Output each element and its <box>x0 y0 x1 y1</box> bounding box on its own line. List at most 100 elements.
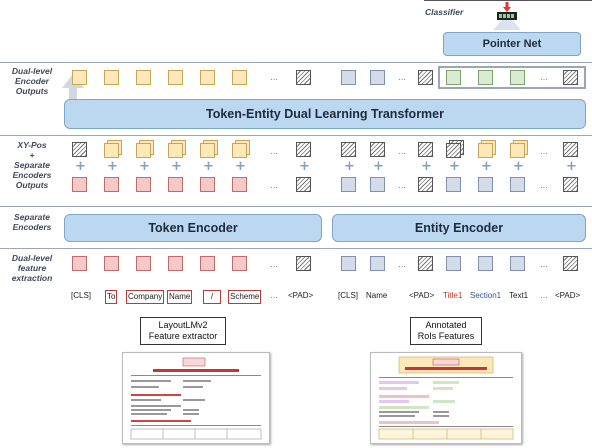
entity-encoder-label: Entity Encoder <box>414 221 504 235</box>
entity-output-selected <box>478 70 493 85</box>
entity-title1: Title1 <box>443 291 463 300</box>
plus-icon: + <box>481 159 492 174</box>
pad-feature <box>563 256 578 271</box>
pointer-net-label: Pointer Net <box>482 38 542 50</box>
ellipsis: ··· <box>540 149 548 158</box>
token-feature <box>168 256 183 271</box>
xy-pos-embedding <box>296 142 311 157</box>
plus-icon: + <box>421 159 432 174</box>
pad-feature <box>296 256 311 271</box>
xy-pos-embedding <box>418 142 433 157</box>
selected-entities-frame <box>438 66 586 89</box>
pointer-net-box: Pointer Net <box>443 32 581 56</box>
entity-output-selected <box>446 70 461 85</box>
token-slash: / <box>203 290 221 304</box>
stack-front <box>104 143 119 158</box>
plus-icon: + <box>203 159 214 174</box>
plus-icon: + <box>139 159 150 174</box>
plus-icon: + <box>344 159 355 174</box>
ellipsis: ··· <box>270 75 278 84</box>
divider <box>0 248 592 249</box>
entity-text1: Text1 <box>509 291 529 300</box>
stack-front <box>168 143 183 158</box>
entity-name: Name <box>366 291 388 300</box>
entity-feature <box>446 177 461 192</box>
token-output <box>200 70 215 85</box>
pad-output <box>418 70 433 85</box>
plus-icon: + <box>566 159 577 174</box>
plus-icon: + <box>75 159 86 174</box>
token-company: Company <box>126 290 165 304</box>
plus-icon: + <box>449 159 460 174</box>
plus-icon: + <box>171 159 182 174</box>
entity-feature <box>341 256 356 271</box>
entity-cls: [CLS] <box>338 291 359 300</box>
token-feature <box>72 177 87 192</box>
pad-feature <box>418 256 433 271</box>
ellipsis: ··· <box>398 75 406 84</box>
token-feature <box>232 256 247 271</box>
entity-feature <box>370 256 385 271</box>
ellipsis: ··· <box>398 149 406 158</box>
entity-output <box>370 70 385 85</box>
token-output <box>168 70 183 85</box>
pad-feature <box>418 177 433 192</box>
token-feature <box>232 177 247 192</box>
plus-icon: + <box>235 159 246 174</box>
token-feature <box>200 177 215 192</box>
xy-pos-embedding <box>72 142 87 157</box>
token-feature <box>104 177 119 192</box>
ellipsis: ··· <box>540 75 548 84</box>
plus-icon: + <box>299 159 310 174</box>
token-encoder-bar: Token Encoder <box>64 214 322 242</box>
classifier-label: Classifier <box>425 7 464 17</box>
entity-feature <box>478 256 493 271</box>
transformer-bar: Token-Entity Dual Learning Transformer <box>64 99 586 129</box>
document-thumbnail-right <box>370 352 522 444</box>
entity-output <box>341 70 356 85</box>
token-output <box>136 70 151 85</box>
ellipsis: ··· <box>540 183 548 192</box>
ellipsis: ··· <box>540 262 548 271</box>
document-thumbnail-left <box>122 352 270 444</box>
ellipsis: ··· <box>398 262 406 271</box>
token-scheme: Scheme <box>228 290 262 304</box>
ellipsis: ··· <box>270 149 278 158</box>
stack-front <box>232 143 247 158</box>
xy-pos-embedding <box>370 142 385 157</box>
stack-front <box>446 143 461 158</box>
entity-feature <box>478 177 493 192</box>
stack-front <box>478 143 493 158</box>
token-feature <box>136 177 151 192</box>
token-feature <box>136 256 151 271</box>
pad-output <box>296 70 311 85</box>
stack-front <box>200 143 215 158</box>
token-output <box>72 70 87 85</box>
stack-front <box>510 143 525 158</box>
token-name: Name <box>167 290 193 304</box>
plus-icon: + <box>373 159 384 174</box>
ellipsis: ··· <box>270 293 278 302</box>
entity-output-selected <box>510 70 525 85</box>
ellipsis: ··· <box>270 262 278 271</box>
ellipsis: ··· <box>540 293 548 302</box>
divider <box>0 62 592 63</box>
token-feature <box>200 256 215 271</box>
entity-feature <box>510 177 525 192</box>
pad-feature <box>296 177 311 192</box>
pad-output <box>563 70 578 85</box>
pad-feature <box>563 177 578 192</box>
transformer-label: Token-Entity Dual Learning Transformer <box>205 107 444 121</box>
classifier-icon <box>487 0 527 30</box>
plus-icon: + <box>513 159 524 174</box>
entity-pad-end: <PAD> <box>555 291 581 300</box>
xy-pos-embedding <box>341 142 356 157</box>
entity-feature <box>370 177 385 192</box>
token-feature <box>104 256 119 271</box>
token-encoder-label: Token Encoder <box>148 221 238 235</box>
ellipsis: ··· <box>398 183 406 192</box>
entity-feature <box>510 256 525 271</box>
divider <box>0 135 592 136</box>
